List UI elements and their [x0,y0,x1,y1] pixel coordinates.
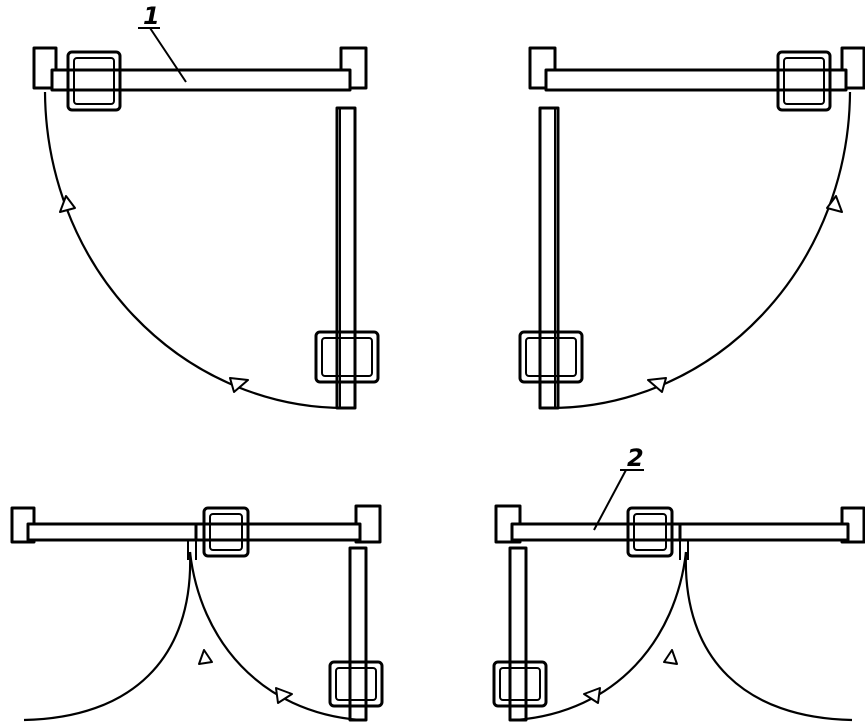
callout-label-1: 1 [143,2,160,30]
handle-icon [518,330,584,384]
swing-arc-right [188,551,361,722]
door-leaf-open [508,546,528,722]
handle-icon [776,50,832,112]
callout-1: 1 [138,2,187,83]
handle-icon [66,50,122,112]
direction-arrow [663,649,678,665]
single-door-right-hinged: 1 [32,2,380,410]
handle-icon [314,330,380,384]
handle-icon [626,506,674,558]
door-leaf-open [348,546,368,722]
swing-arc-right [684,551,853,722]
swing-arc-left [23,551,192,722]
swing-arc [549,91,852,410]
frame-header-bar [50,68,352,92]
direction-arrow [275,687,293,704]
swing-arc [43,91,346,410]
direction-arrow [198,649,213,665]
direction-arrow [229,377,249,393]
callout-2: 2 [593,444,644,531]
frame-header-bar-left [26,522,198,542]
swing-arc-left [515,551,688,722]
double-door-left-leaf-open: 2 [492,444,865,722]
direction-arrow [583,687,601,704]
handle-icon [202,506,250,558]
handle-icon [492,660,548,708]
direction-arrow [647,377,667,393]
double-door-right-leaf-open [10,504,384,722]
handle-icon [328,660,384,708]
callout-label-2: 2 [627,444,644,472]
direction-arrow [59,195,76,213]
frame-header-bar-right [678,522,850,542]
direction-arrow [826,195,843,213]
frame-header-bar-right [194,522,362,542]
frame-header-bar [544,68,848,92]
single-door-left-hinged [518,46,865,410]
